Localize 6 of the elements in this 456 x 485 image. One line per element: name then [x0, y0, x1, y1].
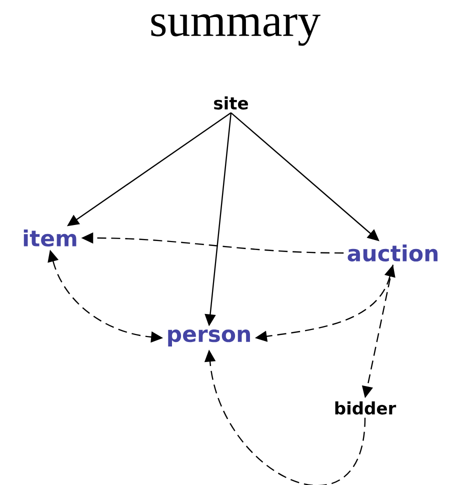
title: summary — [151, 14, 320, 46]
node-label: auction — [348, 244, 438, 262]
node-label: site — [214, 96, 248, 110]
node-label: person — [168, 330, 250, 346]
node-label: item — [24, 229, 76, 247]
node-label: bidder — [335, 401, 396, 415]
